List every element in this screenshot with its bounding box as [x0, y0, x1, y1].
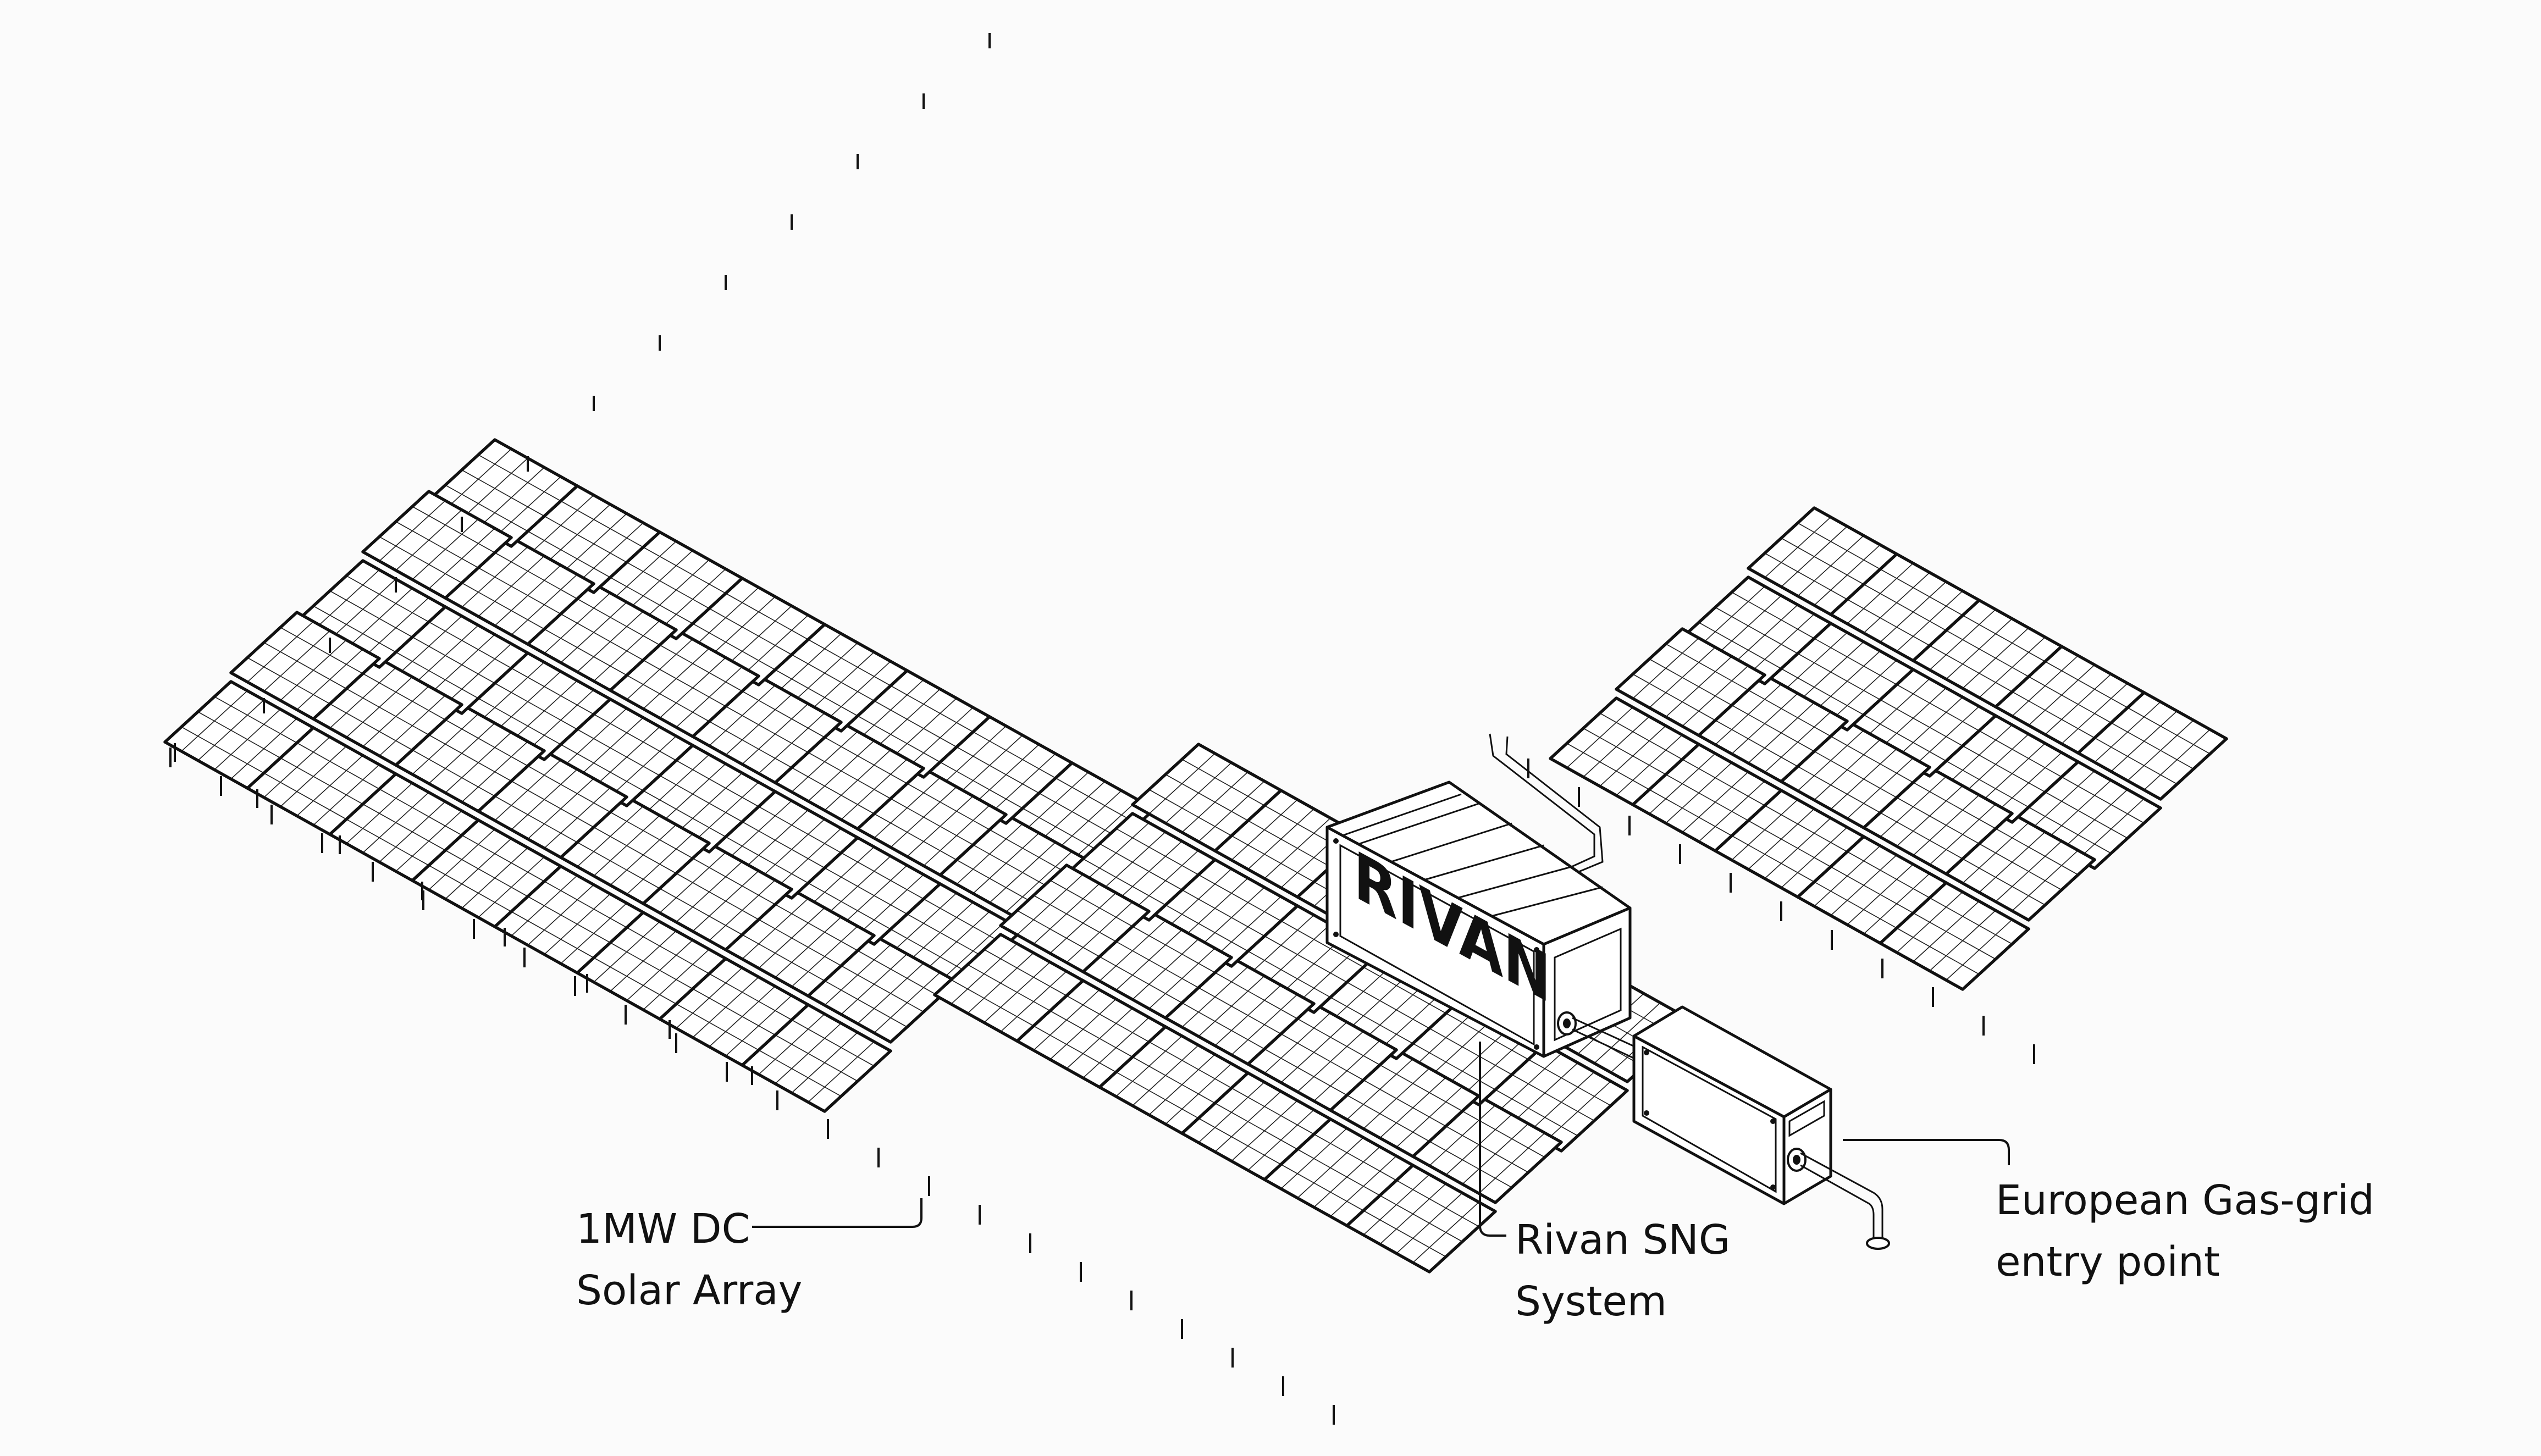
solar-right-block-panel — [1615, 627, 1766, 737]
label-gas-grid-line1: European Gas-grid — [1996, 1177, 2374, 1224]
container-roof-slats — [1342, 793, 1603, 917]
gas-grid-connection — [1866, 1237, 1890, 1250]
solar-right-panel — [229, 611, 381, 721]
pipe-array-to-container — [1489, 733, 1604, 881]
gas-grid-entry-box — [1632, 1005, 1832, 1205]
solar-lower-panel — [933, 933, 1085, 1043]
leader-solar-array — [752, 1198, 923, 1228]
label-gas-grid-line2: entry point — [1996, 1238, 2220, 1286]
label-sng-system-line2: System — [1515, 1278, 1667, 1325]
label-solar-array: 1MW DC Solar Array — [576, 1198, 802, 1321]
label-sng-system-line1: Rivan SNG — [1515, 1216, 1731, 1264]
leader-sng-system — [1479, 1042, 1506, 1237]
solar-right-block-panel — [1747, 506, 1898, 616]
container-outlet-fitting — [1557, 1011, 1577, 1036]
rivan-sng-container: RIVAN — [1325, 780, 1632, 1058]
solar-array-left-section — [169, 33, 2228, 1425]
solar-lower-panel — [1131, 743, 1283, 852]
container-bolts — [1333, 838, 1539, 1050]
leader-gas-grid — [1843, 1139, 2010, 1165]
solar-right-block-panel — [1549, 696, 1700, 806]
pipe-to-gas-grid — [1800, 1152, 1883, 1240]
label-solar-array-line2: Solar Array — [576, 1267, 803, 1314]
solar-right-panel — [361, 490, 513, 600]
label-sng-system: Rivan SNG System — [1515, 1209, 1730, 1332]
label-solar-array-line1: 1MW DC — [576, 1205, 750, 1253]
solar-right-panel — [163, 680, 315, 790]
solar-lower-panel — [999, 863, 1151, 973]
label-gas-grid: European Gas-grid entry point — [1996, 1170, 2374, 1293]
